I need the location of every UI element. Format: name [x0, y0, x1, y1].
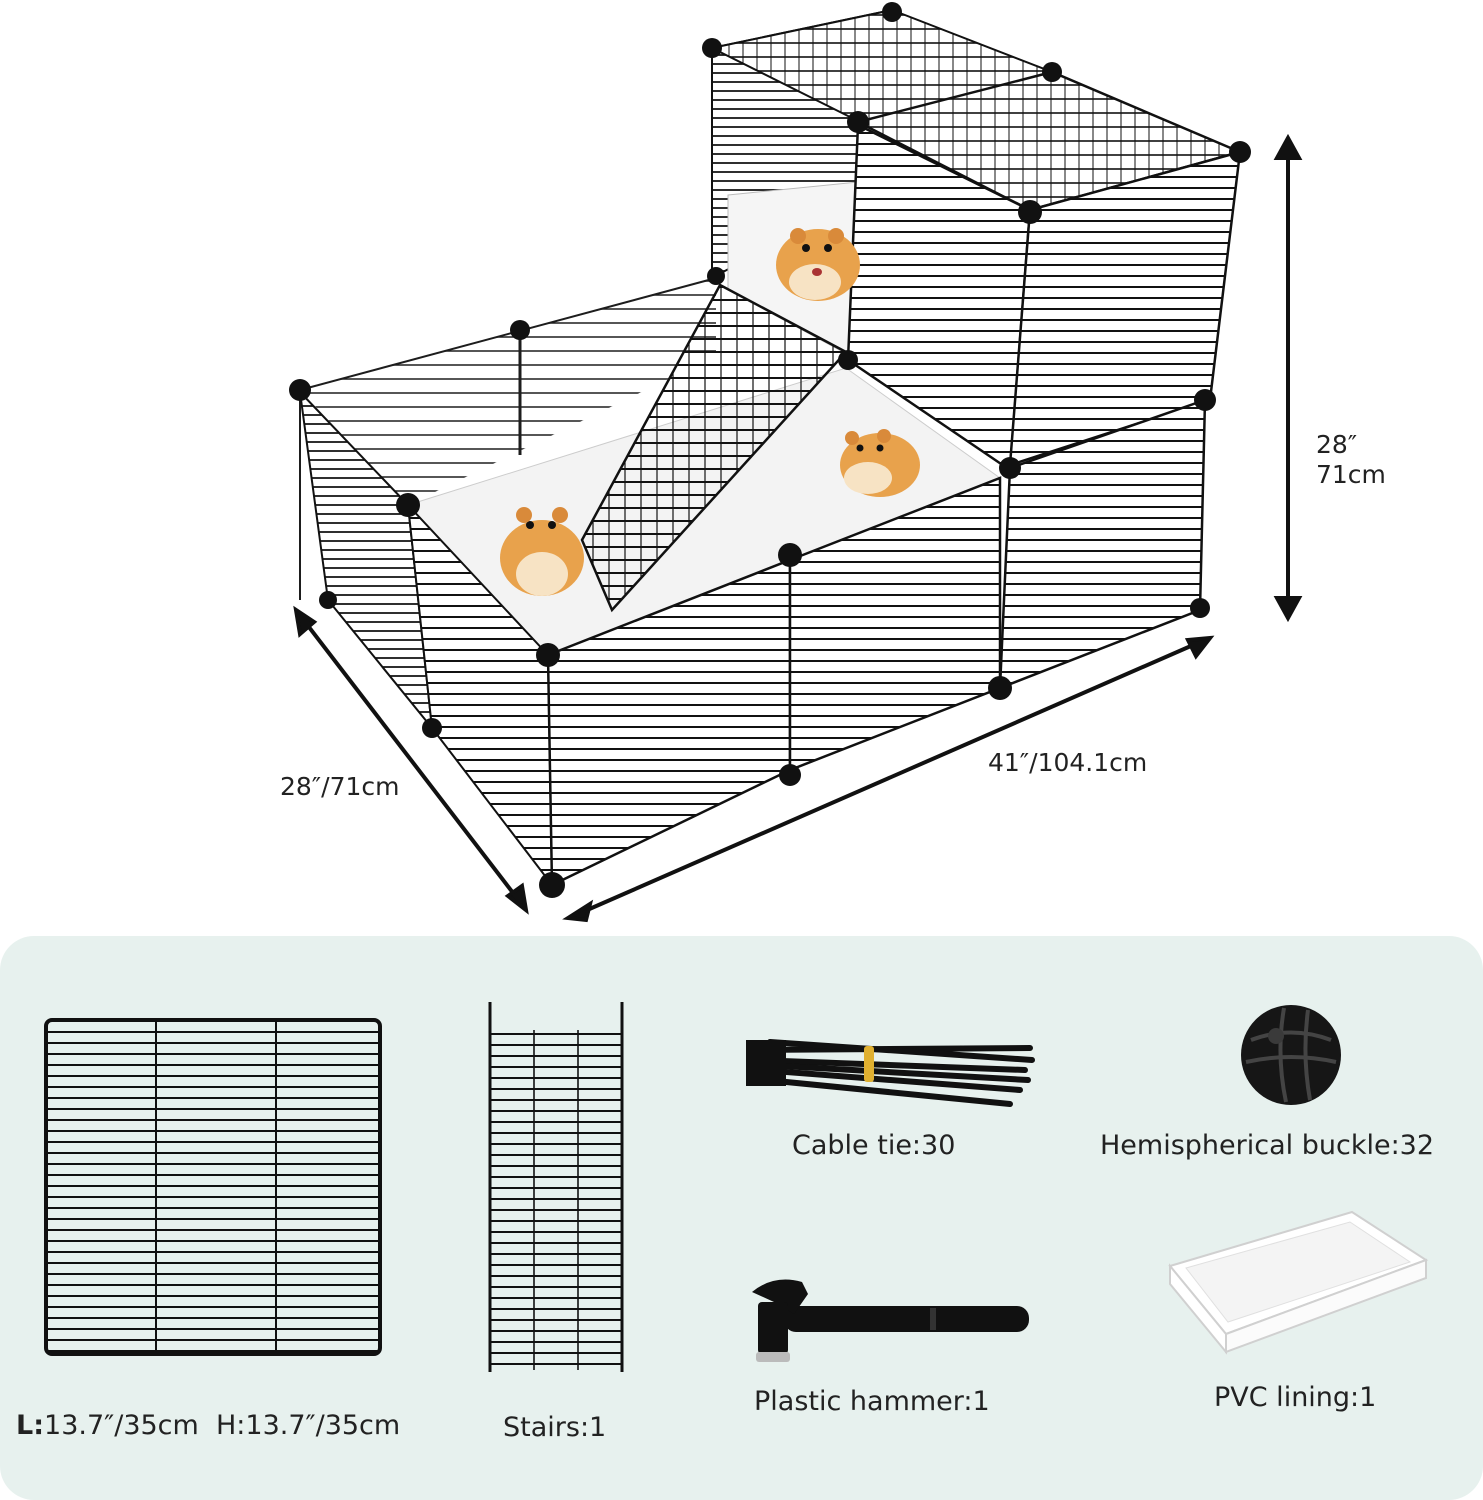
cable-tie-caption: Cable tie:30 [792, 1130, 956, 1161]
included-parts-panel: L:13.7″/35cm H:13.7″/35cm Stairs:1 Cable… [0, 936, 1483, 1500]
pvc-lining-icon [1168, 1210, 1429, 1355]
height-cm: 71cm [1316, 460, 1386, 489]
pvc-lining-caption: PVC lining:1 [1214, 1382, 1377, 1413]
height-dimension-label: 28″ 71cm [1316, 430, 1386, 490]
connector-buckles [289, 2, 1251, 898]
depth-dimension-label: 28″/71cm [280, 772, 400, 801]
ladder [580, 283, 849, 613]
cable-tie-icon [746, 1039, 1035, 1107]
stairs-caption: Stairs:1 [503, 1412, 607, 1443]
cage-product-illustration [289, 2, 1303, 923]
buckle-icon [1241, 1005, 1341, 1105]
hamster-icon [500, 507, 584, 596]
panel-height: H:13.7″/35cm [216, 1410, 401, 1441]
panel-length: 13.7″/35cm [44, 1410, 199, 1441]
panel-size-caption: L:13.7″/35cm H:13.7″/35cm [16, 1410, 400, 1442]
hammer-caption: Plastic hammer:1 [754, 1386, 990, 1417]
hamster-icon [776, 228, 860, 301]
grid-panel-icon [44, 1018, 382, 1356]
height-dimension-arrow [1273, 133, 1303, 623]
buckle-caption: Hemispherical buckle:32 [1100, 1130, 1435, 1161]
length-prefix: L: [16, 1410, 45, 1441]
back-wall-left [299, 277, 717, 600]
length-dimension-label: 41″/104.1cm [988, 748, 1148, 777]
stairs-icon [488, 1002, 624, 1372]
height-inches: 28″ [1316, 430, 1358, 459]
depth-dimension-arrow [293, 605, 529, 915]
hammer-icon [752, 1279, 1029, 1362]
length-dimension-arrow [562, 635, 1215, 923]
hamster-icon [840, 429, 920, 497]
